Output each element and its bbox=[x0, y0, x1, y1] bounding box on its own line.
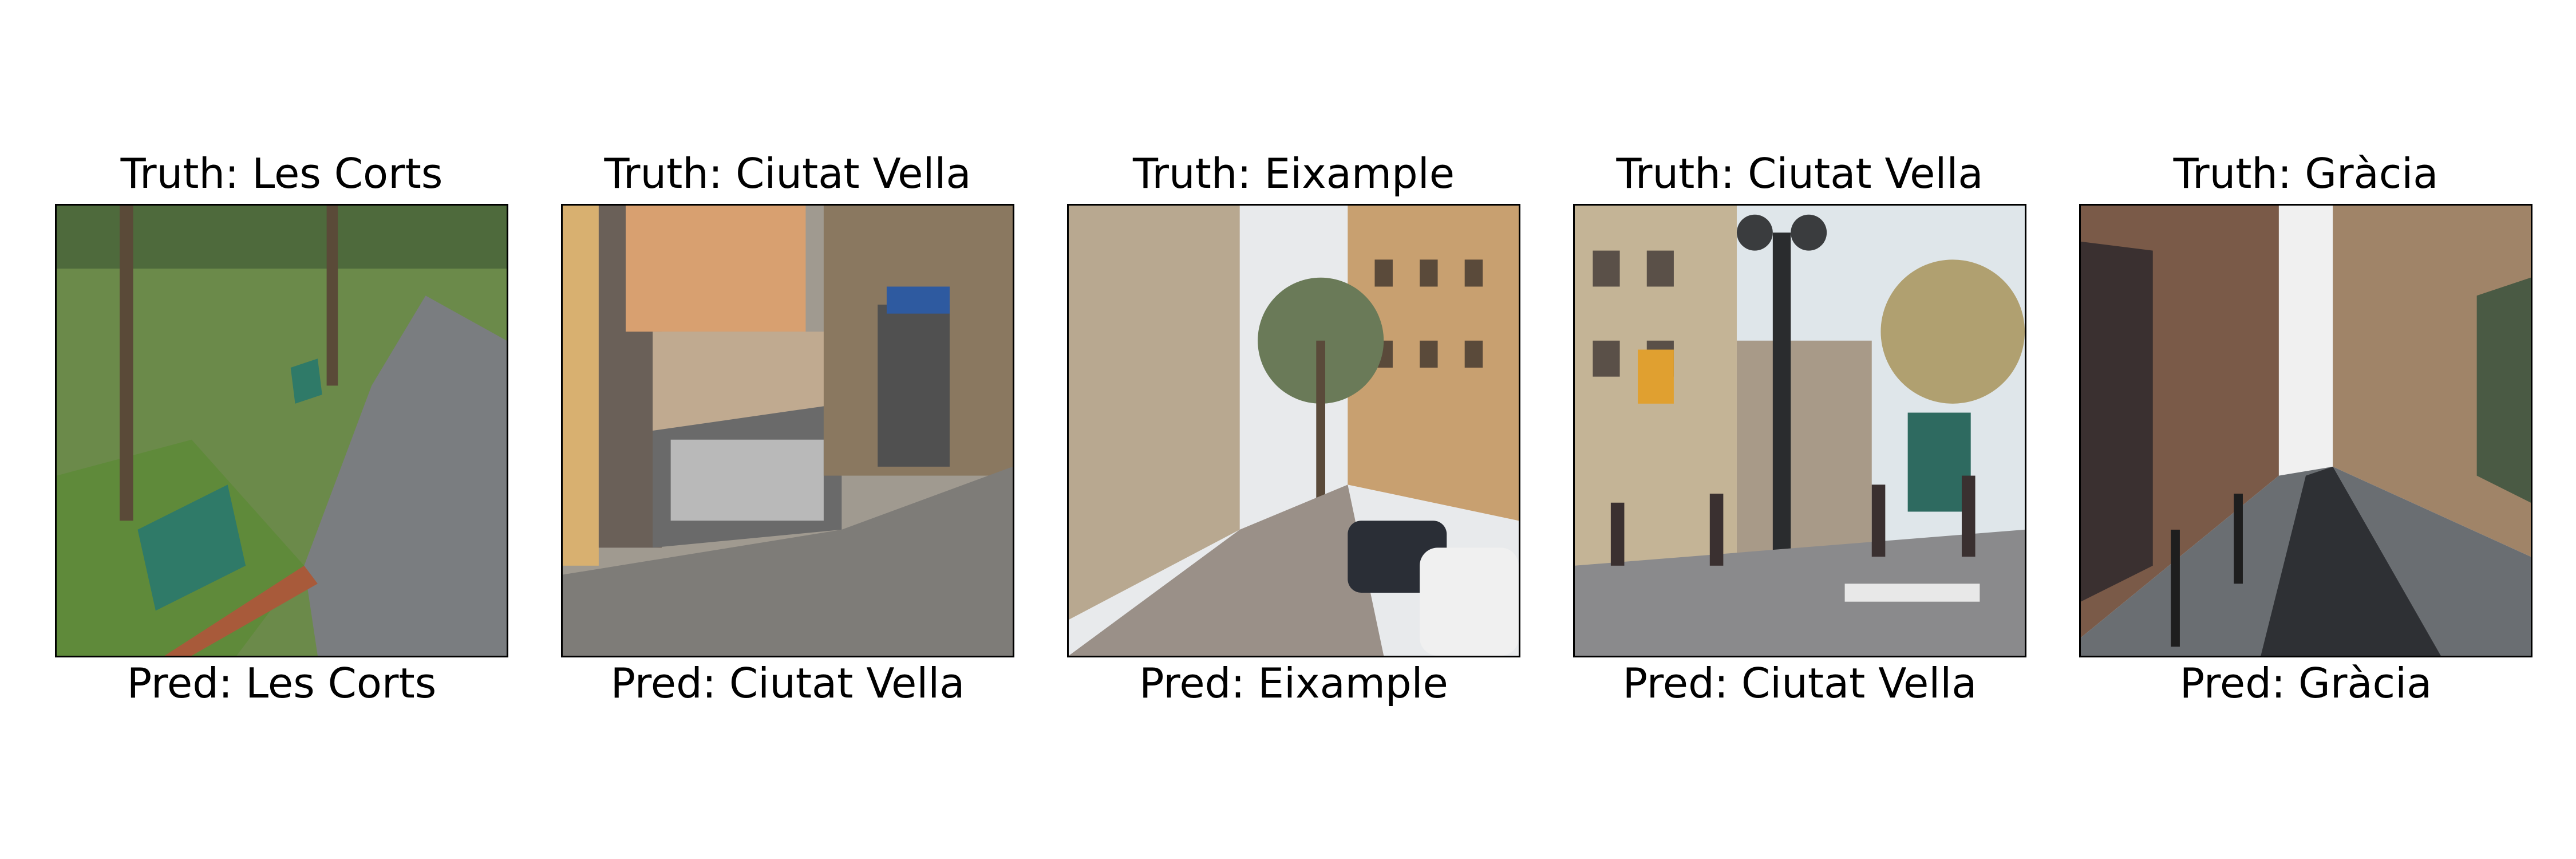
pred-label: Pred: Gràcia bbox=[2179, 659, 2432, 707]
truth-label: Truth: Eixample bbox=[1132, 149, 1455, 198]
street-photo bbox=[561, 204, 1014, 657]
truth-label: Truth: Ciutat Vella bbox=[1616, 149, 1984, 198]
pred-label: Pred: Ciutat Vella bbox=[1622, 659, 1977, 707]
sample-panel-2: Truth: Ciutat Vella Pred: Ciutat Vella bbox=[561, 0, 1014, 859]
pred-label: Pred: Eixample bbox=[1139, 659, 1448, 707]
sample-panel-1: Truth: Les Corts Pred: Les Corts bbox=[55, 0, 508, 859]
street-photo bbox=[1067, 204, 1520, 657]
pred-label: Pred: Ciutat Vella bbox=[610, 659, 965, 707]
street-photo bbox=[55, 204, 508, 657]
sample-panel-3: Truth: Eixample Pred: Eixample bbox=[1067, 0, 1520, 859]
sample-panel-5: Truth: Gràcia Pred: Gràcia bbox=[2079, 0, 2532, 859]
truth-label: Truth: Les Corts bbox=[120, 149, 443, 198]
truth-label: Truth: Gràcia bbox=[2173, 149, 2439, 198]
pred-label: Pred: Les Corts bbox=[127, 659, 437, 707]
sample-panel-4: Truth: Ciutat Vella Pred: Ciutat Vella bbox=[1573, 0, 2026, 859]
street-photo bbox=[1573, 204, 2026, 657]
truth-label: Truth: Ciutat Vella bbox=[604, 149, 971, 198]
street-photo bbox=[2079, 204, 2532, 657]
